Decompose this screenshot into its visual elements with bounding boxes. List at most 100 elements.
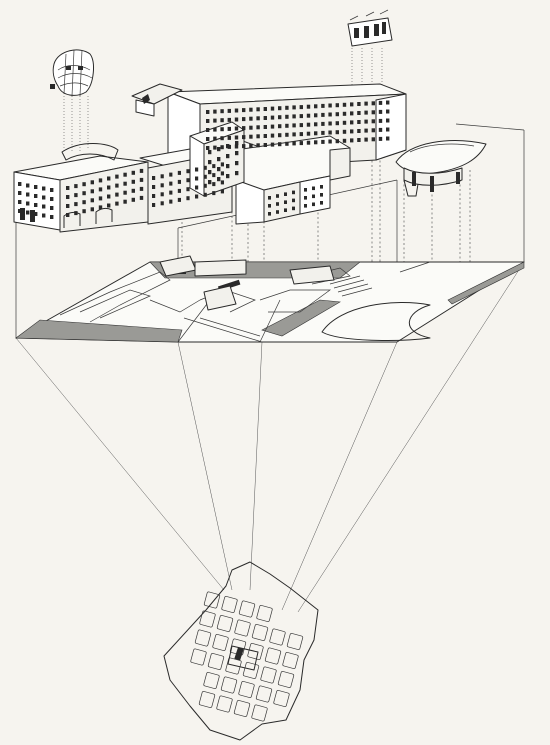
slab-shade-south <box>15 319 183 343</box>
window <box>235 171 239 176</box>
window <box>26 201 30 206</box>
window <box>276 194 279 198</box>
window <box>378 136 383 141</box>
window <box>195 167 199 172</box>
oval-plaza <box>321 301 431 341</box>
slab-shade-middle <box>261 299 341 337</box>
window <box>249 107 253 112</box>
window <box>42 213 46 218</box>
window <box>66 186 70 190</box>
window <box>357 120 361 124</box>
window <box>350 138 354 143</box>
site-marker <box>234 647 244 661</box>
window <box>152 176 156 180</box>
window <box>169 190 173 195</box>
window <box>321 103 325 108</box>
window <box>177 170 181 175</box>
head-sculpture <box>50 49 94 97</box>
window <box>139 168 144 173</box>
window <box>285 141 289 146</box>
window <box>212 182 216 187</box>
window <box>34 194 38 198</box>
city-block <box>190 648 207 666</box>
window <box>26 210 30 215</box>
window <box>66 195 70 199</box>
city-block <box>207 653 225 670</box>
arcade <box>20 207 113 228</box>
window <box>234 135 239 140</box>
city-block <box>269 628 286 646</box>
window <box>284 200 287 204</box>
city-block <box>216 615 234 632</box>
window <box>98 178 103 183</box>
window <box>299 141 303 146</box>
window <box>268 212 271 216</box>
window <box>242 108 246 113</box>
window <box>90 207 94 212</box>
window <box>304 188 307 192</box>
window <box>220 171 224 176</box>
window <box>335 139 339 144</box>
window <box>220 162 224 167</box>
window <box>328 121 332 126</box>
curved-pavilion <box>395 140 487 197</box>
rear-building-east <box>375 93 407 161</box>
window <box>371 110 375 115</box>
city-block <box>238 600 256 618</box>
window <box>82 209 86 214</box>
window <box>270 115 275 120</box>
window <box>123 190 127 195</box>
window <box>220 189 224 194</box>
window <box>26 192 30 197</box>
window <box>299 132 303 137</box>
window <box>386 109 390 114</box>
site-highlight <box>227 645 259 671</box>
window <box>34 185 38 189</box>
window <box>320 193 323 197</box>
window <box>276 202 279 206</box>
window <box>299 123 303 128</box>
window <box>131 170 135 175</box>
window <box>371 128 375 133</box>
window <box>235 161 239 166</box>
window <box>242 144 246 149</box>
window <box>90 180 94 185</box>
window <box>42 195 46 200</box>
window <box>208 170 212 175</box>
window <box>314 131 318 136</box>
window <box>371 119 375 124</box>
window <box>320 201 323 205</box>
window <box>364 119 368 124</box>
window <box>203 192 207 197</box>
window <box>378 109 383 114</box>
city-block-map <box>163 561 319 741</box>
window <box>306 140 311 145</box>
window <box>107 185 111 190</box>
window <box>123 181 127 186</box>
city-block <box>264 647 282 665</box>
window <box>270 106 275 111</box>
window <box>328 139 332 144</box>
window <box>107 203 111 208</box>
window <box>314 140 318 145</box>
city-block <box>277 671 295 688</box>
window <box>82 200 86 205</box>
window <box>217 177 221 182</box>
window <box>234 108 239 113</box>
window <box>304 204 307 208</box>
window <box>268 204 271 208</box>
window <box>152 185 156 189</box>
window <box>357 138 361 142</box>
window <box>249 143 253 148</box>
window <box>82 191 86 196</box>
window <box>242 117 246 122</box>
window <box>74 184 78 189</box>
window <box>234 144 239 149</box>
window <box>285 132 289 137</box>
window <box>226 144 230 149</box>
window <box>195 185 199 190</box>
window <box>278 133 282 138</box>
window <box>152 194 156 198</box>
window <box>235 151 239 156</box>
city-block <box>251 704 268 722</box>
